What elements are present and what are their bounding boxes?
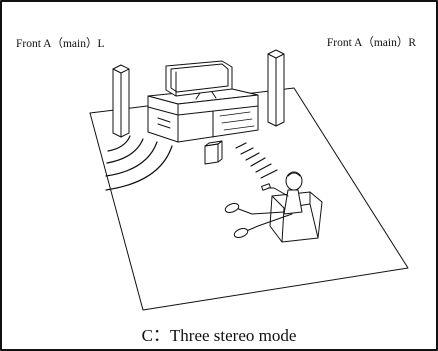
front-right-speaker bbox=[267, 49, 285, 127]
center-speaker bbox=[204, 140, 223, 165]
tv-stand bbox=[147, 87, 259, 143]
front-left-label: Front A（main）L bbox=[16, 38, 105, 50]
television bbox=[165, 60, 233, 100]
front-left-speaker bbox=[112, 64, 130, 138]
left-sound-waves-icon bbox=[105, 135, 173, 191]
front-right-label: Front A（main）R bbox=[326, 37, 416, 49]
figure-caption: C：Three stereo mode bbox=[141, 326, 297, 345]
listener-in-armchair bbox=[224, 171, 323, 243]
center-sound-waves-icon bbox=[235, 142, 278, 179]
